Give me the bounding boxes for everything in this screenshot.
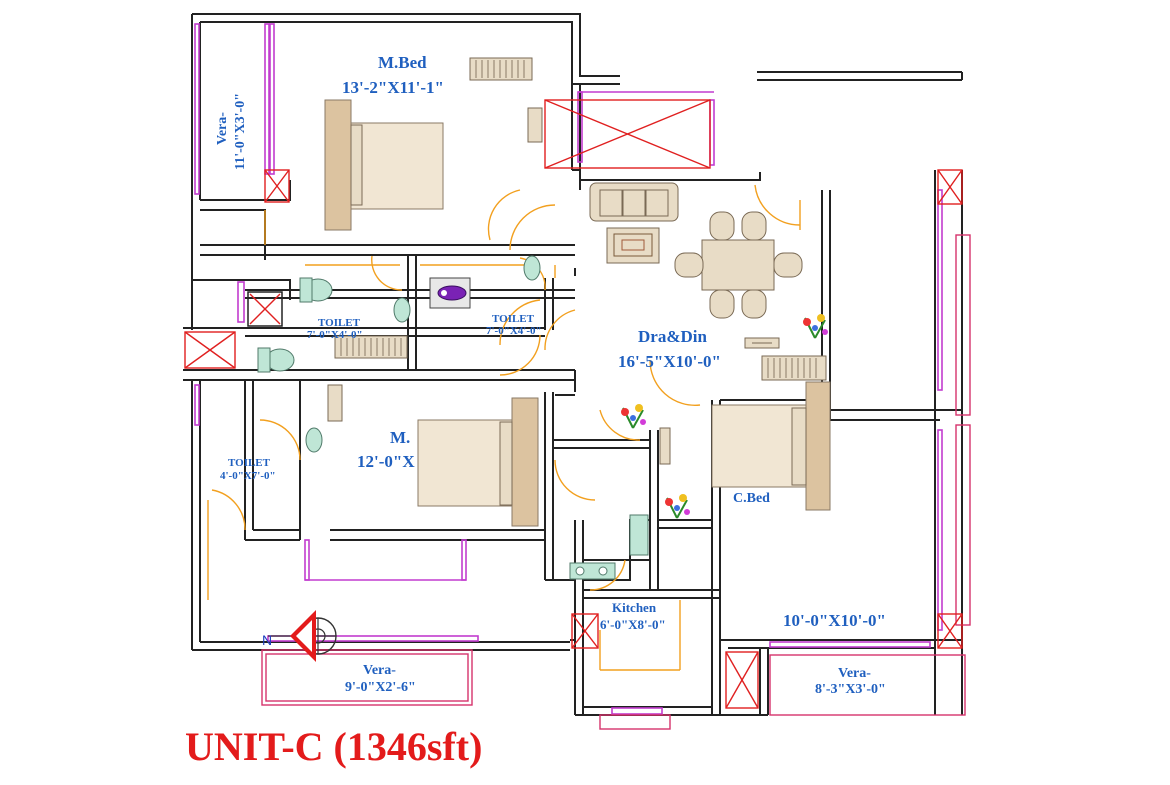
walls bbox=[183, 13, 963, 716]
balconies bbox=[261, 234, 971, 730]
master-bed-2 bbox=[417, 397, 539, 527]
sanitary-fixtures bbox=[257, 255, 541, 453]
toilet2-size: 7'-0"X4'-0" bbox=[486, 325, 542, 337]
plant-decor bbox=[621, 314, 828, 519]
wardrobe-cbed bbox=[761, 355, 827, 381]
mbed1-name: M.Bed bbox=[378, 53, 427, 72]
tv-unit bbox=[744, 337, 780, 349]
vera-bottom-name: Vera- bbox=[363, 663, 396, 678]
kitchen-fixtures bbox=[569, 514, 649, 580]
wardrobe-top bbox=[469, 57, 533, 81]
vera-right-size: 8'-3"X3'-0" bbox=[815, 682, 886, 697]
toilet1-name: TOILET bbox=[318, 317, 361, 329]
north-compass-icon bbox=[268, 610, 337, 662]
room-labels: M.Bed 13'-2"X11'-1" Vera- 11'-0"X3'-0" T… bbox=[215, 53, 886, 697]
doors bbox=[207, 184, 801, 671]
dresser-mbed2 bbox=[327, 384, 343, 422]
windows bbox=[194, 23, 943, 715]
dining-table bbox=[674, 211, 803, 319]
dresser-kitchen bbox=[659, 427, 671, 465]
toilet3-name: TOILET bbox=[228, 457, 271, 469]
toilet3-size: 4'-0"X7'-0" bbox=[220, 470, 276, 482]
plan-title: UNIT-C (1346sft) bbox=[185, 724, 482, 769]
toilet2-name: TOILET bbox=[492, 313, 535, 325]
rug bbox=[606, 227, 660, 264]
child-bed bbox=[711, 381, 831, 511]
shafts bbox=[184, 99, 963, 709]
mbed2-name: M. bbox=[390, 428, 410, 447]
vera-left-name: Vera- bbox=[215, 112, 230, 145]
cbed-name: C.Bed bbox=[733, 491, 770, 506]
cbed-size: 10'-0"X10'-0" bbox=[783, 611, 886, 630]
dradin-size: 16'-5"X10'-0" bbox=[618, 352, 721, 371]
toilet1-size: 7'-0"X4'-0" bbox=[307, 329, 363, 341]
vera-right-name: Vera- bbox=[838, 666, 871, 681]
mbed2-size: 12'-0"X bbox=[357, 452, 415, 471]
wardrobe-mid bbox=[334, 335, 408, 359]
vera-bottom-size: 9'-0"X2'-6" bbox=[345, 680, 416, 695]
dresser-mbed1 bbox=[527, 107, 543, 143]
kitchen-name: Kitchen bbox=[612, 600, 657, 615]
master-bed-1 bbox=[324, 99, 444, 231]
dradin-name: Dra&Din bbox=[638, 327, 707, 346]
sofa bbox=[589, 182, 679, 222]
vera-left-size: 11'-0"X3'-0" bbox=[233, 93, 248, 170]
kitchen-size: 6'-0"X8'-0" bbox=[600, 617, 666, 632]
mbed1-size: 13'-2"X11'-1" bbox=[342, 78, 444, 97]
compass-north-label: N bbox=[262, 632, 272, 648]
